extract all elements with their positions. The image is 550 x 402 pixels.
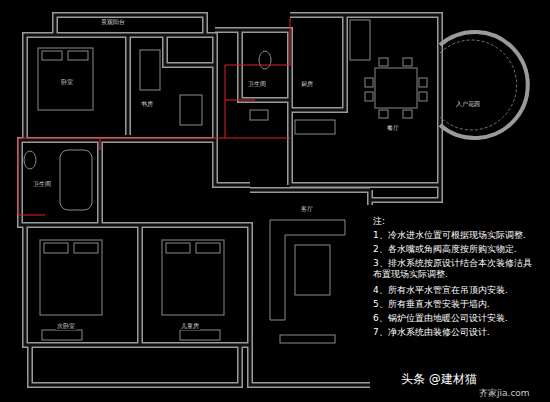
note-heading: 注: xyxy=(372,216,386,227)
note-line: 1、冷水进水位置可根据现场实际调整. xyxy=(372,230,527,241)
room-label: 入户花园 xyxy=(455,100,481,108)
note-line: 2、各水嘴或角阀高度按所购实物定. xyxy=(372,244,518,255)
room-label: 儿童房 xyxy=(180,322,200,330)
room-label: 卫生间 xyxy=(247,80,267,88)
note-line: 7、净水系统由装修公司设计. xyxy=(372,327,491,338)
note-line: 5、所有垂直水管安装于墙内. xyxy=(372,299,491,310)
garden-arc xyxy=(440,32,528,138)
watermark: 头条 @建材猫 xyxy=(400,372,478,387)
water-pipes xyxy=(18,18,290,215)
note-line: 4、所有水平水管宜在吊顶内安装. xyxy=(372,285,509,296)
room-label: 景观阳台 xyxy=(100,18,126,26)
room-label: 次卧室 xyxy=(56,322,76,330)
room-label: 餐厅 xyxy=(386,124,400,132)
room-label: 厨房 xyxy=(300,80,314,88)
room-label: 书房 xyxy=(140,100,154,108)
room-label: 客厅 xyxy=(300,205,314,213)
room-label: 卫生间 xyxy=(32,180,52,188)
note-line: 3、排水系统按原设计结合本次装修洁具 布置现场实际调整. xyxy=(372,258,542,281)
note-line: 6、锅炉位置由地暖公司设计安装. xyxy=(372,313,509,324)
watermark: 齐家jia.com xyxy=(478,388,531,399)
room-label: 卧室 xyxy=(60,78,74,86)
